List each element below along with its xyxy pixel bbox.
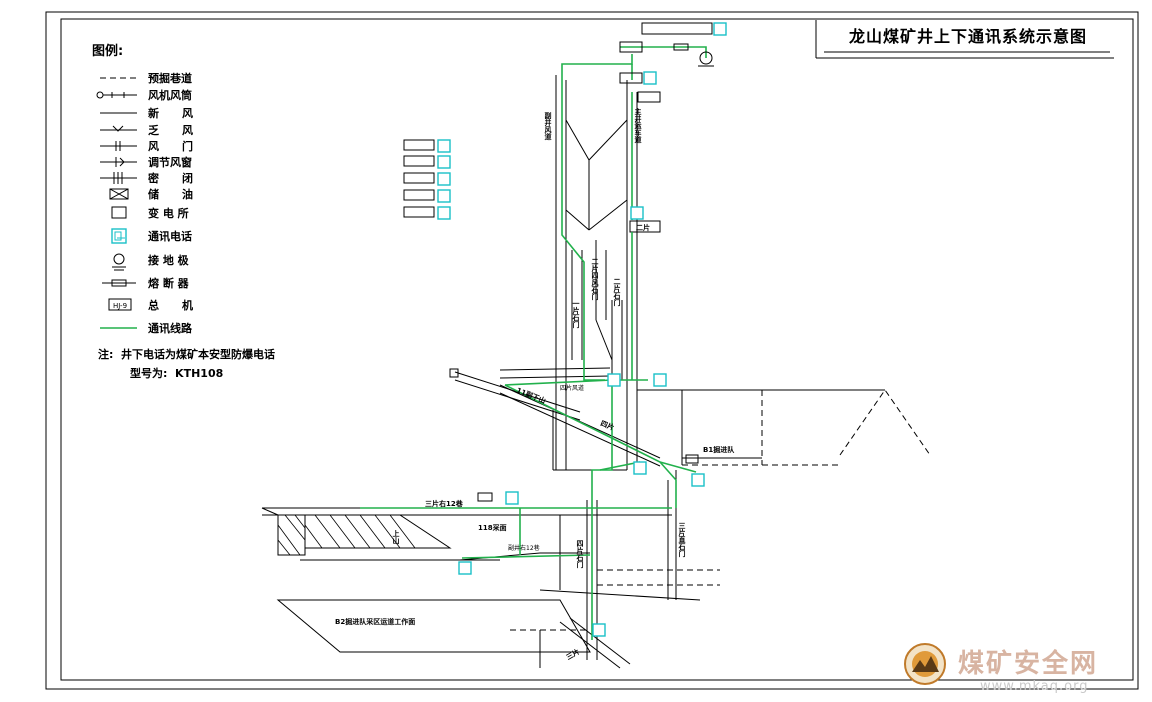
telephone-icon xyxy=(437,206,451,220)
watermark-url: www.mkaq.org xyxy=(980,679,1088,694)
substation-icon xyxy=(111,206,127,219)
telephone-icon xyxy=(458,561,472,575)
label-sanpian-bottom: 三片 xyxy=(565,647,582,662)
label-shangshan: 上山 xyxy=(392,529,400,545)
fuse-icon xyxy=(102,279,136,287)
oil-storage-icon xyxy=(109,188,129,200)
label-yipian-shimen: 一片石门 xyxy=(572,300,581,329)
label-sipian-shimen: 四片石门 xyxy=(576,540,585,569)
label-b1: B1掘进队 xyxy=(703,445,735,454)
title-block: 龙山煤矿井上下通讯系统示意图 xyxy=(815,20,1114,59)
label-sanpian-12: 三片右12巷 xyxy=(425,499,464,508)
label-sipian: 四片 xyxy=(599,419,615,433)
telephone-icon xyxy=(643,71,657,85)
telephones xyxy=(437,22,727,637)
fan-duct-icon xyxy=(96,91,137,99)
svg-text:HJ-9: HJ-9 xyxy=(113,302,127,310)
legend-label-7: 储 油 xyxy=(148,187,193,201)
inner-frame xyxy=(60,18,1134,681)
communication-lines xyxy=(360,46,707,640)
switchboard-icon: HJ-9 xyxy=(108,298,132,311)
regulator-window-icon xyxy=(100,157,137,167)
telephone-icon xyxy=(607,373,621,387)
ground-electrode-icon xyxy=(699,51,713,65)
label-118: 118采面 xyxy=(478,523,507,532)
legend-label-13: 通讯线路 xyxy=(148,321,193,335)
telephone-icon xyxy=(633,461,647,475)
label-shaft-return: 副井风道 xyxy=(544,111,552,141)
label-b2: B2掘进队采区运道工作面 xyxy=(335,617,415,626)
telephone-icon xyxy=(505,491,519,505)
legend-label-1: 风机风筒 xyxy=(148,88,192,102)
legend-note-1: 注: 井下电话为煤矿本安型防爆电话 xyxy=(98,347,275,361)
label-sanpian-shimen: 三片直石门 xyxy=(678,522,687,558)
label-shaft-main: 主井运车道 xyxy=(634,107,643,144)
telephone-icon xyxy=(437,155,451,169)
watermark: 煤矿安全网 www.mkaq.org xyxy=(904,643,1098,694)
tunnel-network xyxy=(261,75,931,669)
legend-label-10: 接 地 极 xyxy=(148,253,190,267)
legend: 图例: xyxy=(92,43,275,380)
legend-label-6: 密 闭 xyxy=(148,171,193,185)
label-upper-left: 四片风道 xyxy=(560,384,584,392)
label-erpian-shimen2: 二片石门 xyxy=(613,278,622,307)
return-air-icon xyxy=(100,125,137,132)
tunnel-labels: 副井风道 主井运车道 二片 二片四风石门 二片石门 一片石门 11副下山 四片 … xyxy=(335,107,735,662)
label-gaoerlu: 副井右12巷 xyxy=(508,544,540,552)
legend-label-5: 调节风窗 xyxy=(148,155,192,169)
telephone-icon xyxy=(713,22,727,36)
label-erpian: 二片 xyxy=(636,223,650,232)
legend-label-8: 变 电 所 xyxy=(148,206,189,220)
legend-heading: 图例: xyxy=(92,43,123,59)
label-erpian-fengshimen: 二片四风石门 xyxy=(591,258,600,301)
surface-devices xyxy=(403,22,714,502)
outer-frame xyxy=(45,11,1139,690)
legend-label-0: 预掘巷道 xyxy=(148,71,192,85)
diagram-title: 龙山煤矿井上下通讯系统示意图 xyxy=(848,27,1087,46)
legend-label-9: 通讯电话 xyxy=(148,229,192,243)
telephone-icon xyxy=(653,373,667,387)
telephone-icon xyxy=(111,228,127,244)
telephone-icon xyxy=(691,473,705,487)
air-door-icon xyxy=(100,141,137,151)
legend-label-2: 新 风 xyxy=(148,106,193,120)
legend-note-2: 型号为: KTH108 xyxy=(130,366,223,380)
ground-electrode-icon xyxy=(112,253,126,271)
telephone-icon xyxy=(437,172,451,186)
legend-label-4: 风 门 xyxy=(148,139,193,153)
telephone-icon xyxy=(437,139,451,153)
telephone-icon xyxy=(630,206,644,220)
telephone-icon xyxy=(437,189,451,203)
legend-label-3: 乏 风 xyxy=(148,123,193,137)
legend-label-11: 熔 断 器 xyxy=(148,276,190,290)
watermark-text: 煤矿安全网 xyxy=(958,648,1098,679)
telephone-icon xyxy=(592,623,606,637)
seal-icon xyxy=(100,172,137,184)
legend-label-12: 总 机 xyxy=(148,298,193,312)
